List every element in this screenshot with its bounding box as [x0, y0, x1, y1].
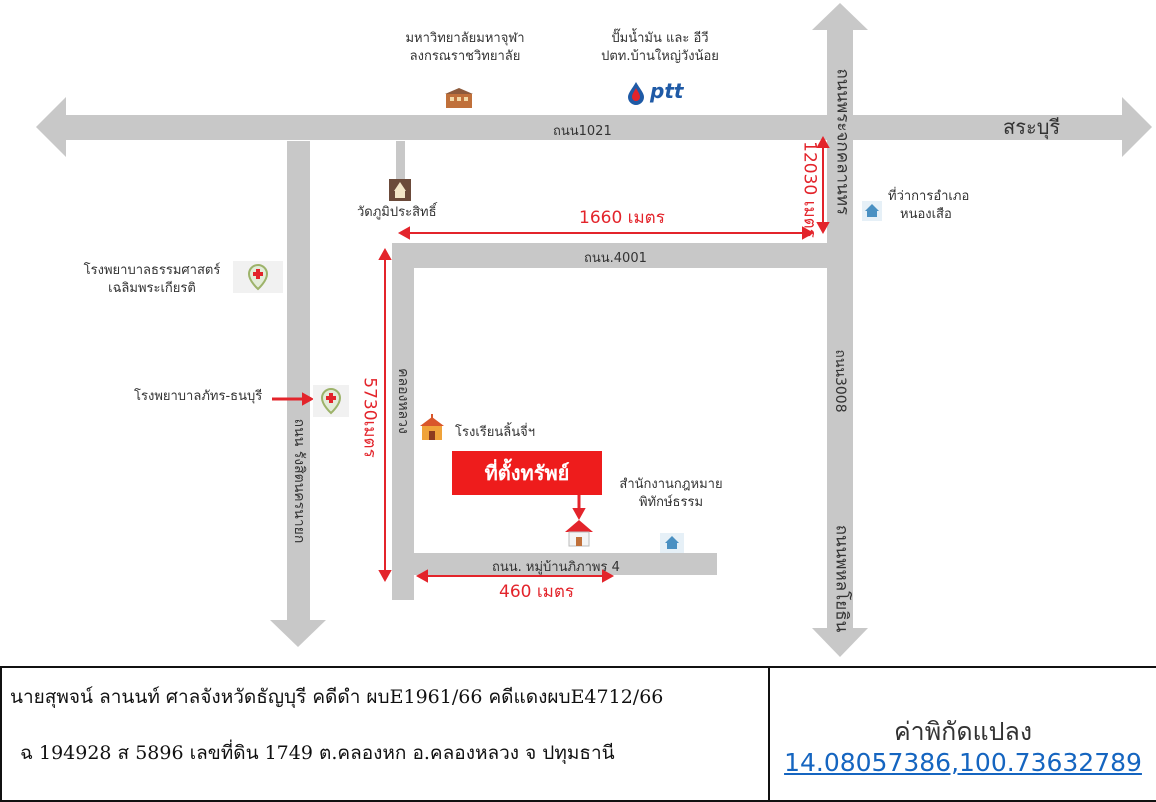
- road-4001-label: ถนน.4001: [584, 251, 647, 266]
- hospital-pin-icon: [313, 385, 349, 417]
- school-label: โรงเรียนลิ้นจี่ฯ: [455, 425, 536, 440]
- road-rangsit: [270, 141, 326, 647]
- district-office-label: ที่ว่าการอำเภอ หนองเสือ: [888, 189, 970, 222]
- saraburi-label: สระบุรี: [1003, 115, 1061, 139]
- distance-460-label: 460 เมตร: [499, 582, 575, 602]
- hospital-thammasat-label: โรงพยาบาลธรรมศาสตร์ เฉลิมพระเกียรติ: [83, 263, 221, 296]
- village-road-label: ถนน. หมู่บ้านภิภาพร 4: [492, 560, 620, 575]
- distance-1660-label: 1660 เมตร: [579, 208, 665, 228]
- road-4001: [392, 243, 828, 268]
- case-details-line1: นายสุพจน์ ลานนท์ ศาลจังหวัดธัญบุรี คดีดำ…: [10, 686, 664, 708]
- coordinates-link[interactable]: 14.08057386,100.73632789: [784, 748, 1142, 777]
- ptt-station-label: ปั๊มน้ำมัน และ อีวี ปตท.บ้านใหญ่วังน้อย: [601, 31, 719, 64]
- university-icon: [445, 88, 473, 108]
- location-map: ถนน1021 สระบุรี ถนน.4001 ถนน. หมู่บ้านภิ…: [36, 3, 1152, 657]
- road-village: [392, 553, 717, 575]
- government-office-icon: [862, 201, 882, 221]
- ptt-logo-icon: [628, 82, 644, 105]
- road-network: [36, 3, 1152, 657]
- road-phahonyothin: [812, 3, 868, 657]
- coordinates-title: ค่าพิกัดแปลง: [893, 717, 1033, 746]
- case-details-cell: นายสุพจน์ ลานนท์ ศาลจังหวัดธัญบุรี คดีดำ…: [2, 668, 770, 800]
- road-khlong: [392, 243, 414, 600]
- hospital-phat-label: โรงพยาบาลภัทร-ธนบุรี: [134, 389, 263, 404]
- distance-5730-label: 5730เมตร: [359, 377, 380, 458]
- hospital-pin-icon: [233, 261, 283, 293]
- case-details-line2: ฉ 194928 ส 5896 เลขที่ดิน 1749 ต.คลองหก …: [20, 742, 615, 764]
- phahonyothin-label: ถนนพหลโยธิน: [831, 524, 852, 633]
- road-1021: [36, 97, 1152, 157]
- school-icon: [420, 414, 444, 440]
- temple-label: วัดภูมิประสิทธิ์: [357, 205, 437, 220]
- road-1021-label: ถนน1021: [553, 124, 612, 139]
- government-office-icon: [660, 533, 684, 553]
- temple-icon: [389, 179, 411, 201]
- rangsit-road-label: ถนน รังสิตนครนายก: [291, 418, 307, 544]
- road-3008-label: ถนน3008: [832, 349, 848, 413]
- university-label: มหาวิทยาลัยมหาจุฬา ลงกรณราชวิทยาลัย: [405, 31, 525, 64]
- distance-12030-label: 12030 เมตร: [799, 141, 820, 238]
- law-office-label: สำนักงานกฎหมาย พิทักษ์ธรรม: [619, 477, 723, 510]
- house-icon: [565, 520, 593, 547]
- phraeksa-label: ถนนพระจกคลานทร: [832, 68, 853, 216]
- temple-spur: [396, 141, 405, 179]
- ptt-logo-text: ptt: [650, 79, 684, 103]
- property-info-table: นายสุพจน์ ลานนท์ ศาลจังหวัดธัญบุรี คดีดำ…: [0, 666, 1156, 802]
- khlong-road-label: คลองหลวง: [395, 368, 411, 434]
- coordinates-cell: ค่าพิกัดแปลง 14.08057386,100.73632789: [770, 668, 1156, 800]
- property-location-box: ที่ตั้งทรัพย์: [452, 451, 602, 495]
